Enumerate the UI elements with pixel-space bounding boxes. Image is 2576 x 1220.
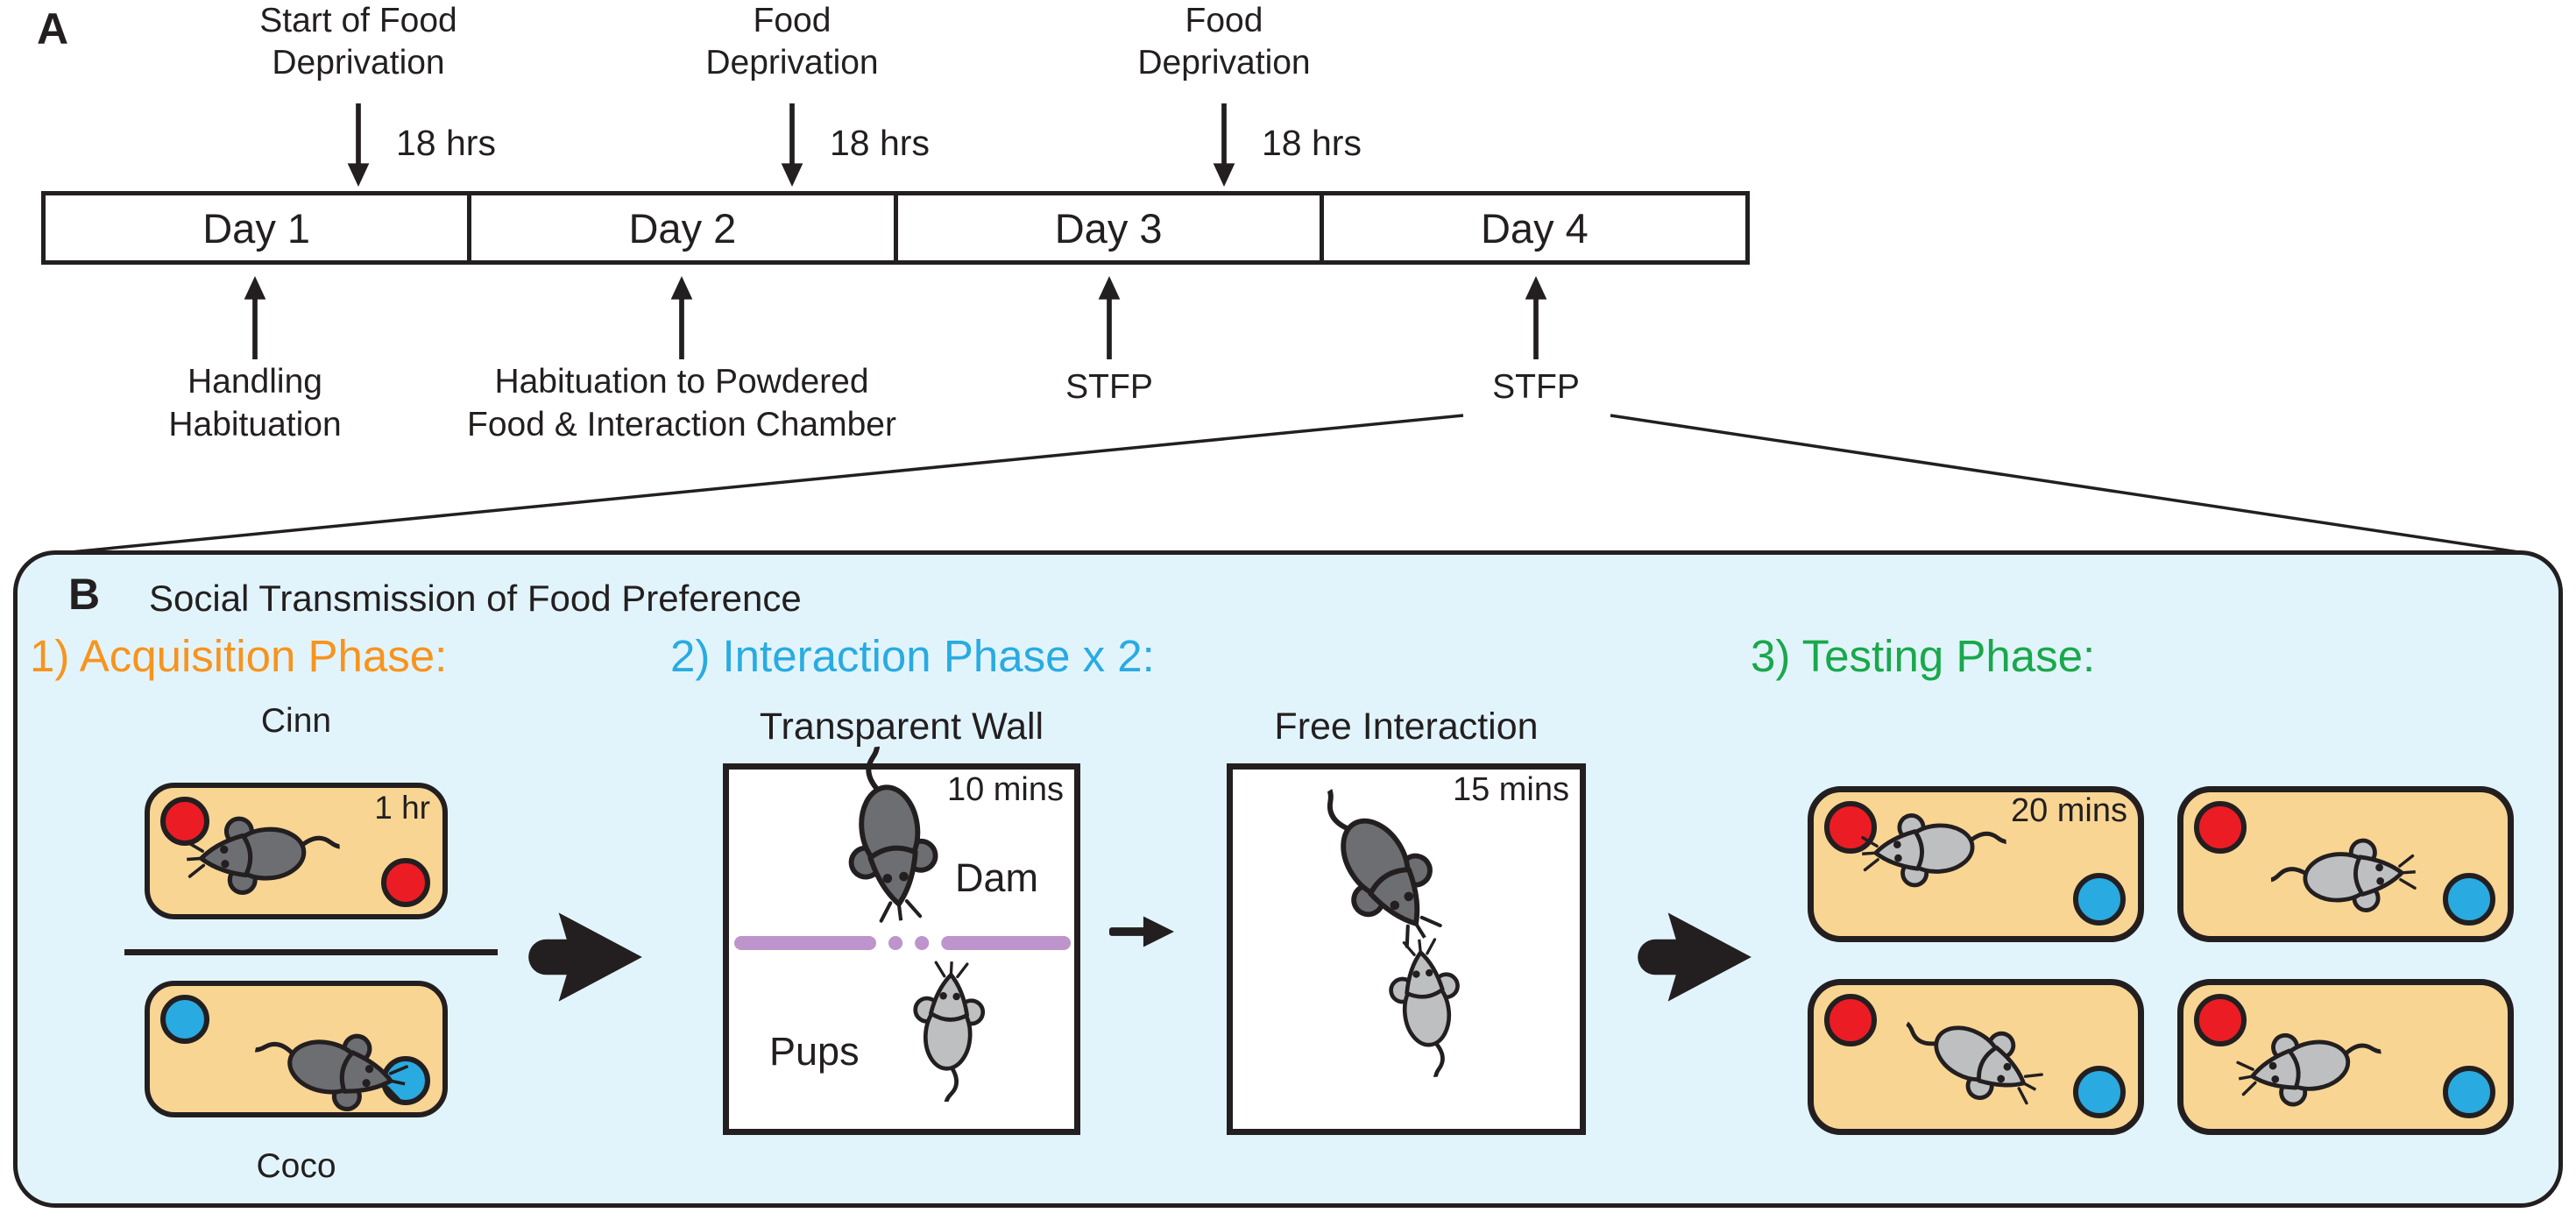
event-stfp-day3: STFP — [1065, 368, 1153, 406]
up-arrow-icon — [1525, 276, 1547, 359]
free-phase-duration: 15 mins — [1452, 771, 1569, 808]
event-label-line: Habituation — [168, 405, 342, 443]
phase-flow-arrow-icon — [528, 912, 642, 1002]
red-food-cup-icon — [381, 858, 430, 907]
event-label-line: Deprivation — [705, 43, 879, 82]
event-label-line: Habituation to Powdered — [494, 363, 869, 401]
event-label-line: Handling — [188, 363, 322, 401]
panel-b-label: B — [68, 570, 101, 619]
dam-mouse-icon — [828, 741, 952, 927]
red-food-cup-icon — [1824, 994, 1877, 1046]
dam-mouse-icon — [184, 804, 343, 904]
testing-cage-2 — [2177, 786, 2514, 942]
cage-divider-line — [124, 949, 498, 955]
up-arrow-icon — [1098, 276, 1121, 359]
red-food-cup-icon — [1824, 801, 1877, 854]
transparent-wall-box: 10 mins Dam Pups — [723, 763, 1080, 1135]
testing-cage-3 — [1808, 979, 2144, 1135]
deprivation-duration: 18 hrs — [396, 123, 496, 163]
pup-mouse-icon — [2268, 829, 2418, 924]
free-interaction-box: 15 mins — [1227, 763, 1586, 1135]
timeline: Day 1 Day 2 Day 3 Day 4 — [41, 191, 1750, 265]
pup-mouse-icon — [1859, 801, 2009, 896]
event-label-line: Food & Interaction Chamber — [467, 405, 896, 443]
blue-food-cup-icon — [2443, 873, 2495, 926]
testing-cage-4 — [2177, 979, 2514, 1135]
blue-food-cup-icon — [2073, 1066, 2126, 1118]
down-arrow-icon — [347, 103, 370, 187]
pups-label: Pups — [769, 1029, 860, 1074]
dam-label: Dam — [955, 855, 1039, 900]
timeline-day-1: Day 1 — [46, 195, 472, 260]
interaction-flow-arrow-icon — [1108, 916, 1175, 947]
testing-cage-1: 20 mins — [1808, 786, 2144, 942]
interaction-phase-heading: 2) Interaction Phase x 2: — [670, 631, 1155, 681]
pup-mouse-icon — [1888, 984, 2056, 1127]
up-arrow-icon — [244, 276, 266, 359]
deprivation-duration: 18 hrs — [1262, 123, 1362, 163]
event-handling-habituation: Handling Habituation — [80, 361, 430, 447]
acquisition-cage-coco — [145, 981, 448, 1117]
red-food-cup-icon — [160, 797, 209, 846]
event-stfp-day4: STFP — [1492, 368, 1580, 406]
event-label-line: Deprivation — [1137, 43, 1311, 82]
dam-mouse-icon — [1288, 762, 1468, 965]
event-label-line: Food — [1185, 2, 1263, 39]
phase-flow-arrow-icon — [1638, 912, 1752, 1002]
deprivation-duration: 18 hrs — [830, 123, 930, 163]
red-food-cup-icon — [2194, 801, 2247, 854]
timeline-day-2: Day 2 — [471, 195, 898, 260]
testing-duration: 20 mins — [2010, 792, 2127, 829]
free-interaction-title: Free Interaction — [1274, 706, 1539, 748]
down-arrow-icon — [1213, 103, 1235, 187]
blue-food-cup-icon — [2073, 873, 2126, 926]
up-arrow-icon — [670, 276, 693, 359]
testing-phase-heading: 3) Testing Phase: — [1751, 631, 2096, 681]
blue-food-cup-icon — [160, 995, 209, 1044]
event-label-line: Food — [753, 2, 832, 39]
down-arrow-icon — [781, 103, 803, 187]
event-start-food-deprivation: Start of Food Deprivation — [131, 0, 586, 83]
wall-phase-duration: 10 mins — [946, 771, 1064, 808]
event-food-deprivation-2: Food Deprivation — [564, 0, 1020, 83]
timeline-day-4: Day 4 — [1480, 204, 1589, 252]
cinn-cage-caption: Cinn — [260, 702, 332, 740]
red-food-cup-icon — [2194, 994, 2247, 1046]
event-food-deprivation-3: Food Deprivation — [996, 0, 1452, 83]
blue-food-cup-icon — [2443, 1066, 2495, 1118]
event-habituation-powdered-food: Habituation to Powdered Food & Interacti… — [410, 361, 953, 447]
acquisition-phase-heading: 1) Acquisition Phase: — [30, 631, 448, 681]
panel-a-label: A — [37, 4, 69, 53]
pup-mouse-icon — [2232, 1011, 2388, 1120]
event-label-line: Start of Food — [259, 2, 457, 39]
panel-b-stfp-protocol: B Social Transmission of Food Preference… — [13, 550, 2563, 1208]
transparent-wall-title: Transparent Wall — [759, 706, 1044, 748]
transparent-wall-icon — [734, 936, 1071, 950]
pup-mouse-icon — [1378, 935, 1474, 1082]
timeline-day-3: Day 3 — [898, 195, 1324, 260]
acquisition-cage-cinn: 1 hr — [145, 783, 448, 919]
event-label-line: Deprivation — [272, 43, 445, 82]
panel-b-title: Social Transmission of Food Preference — [149, 578, 802, 619]
acquisition-duration: 1 hr — [374, 790, 430, 826]
coco-cage-caption: Coco — [256, 1147, 336, 1185]
pup-mouse-icon — [903, 960, 993, 1104]
dam-mouse-icon — [245, 1008, 414, 1128]
